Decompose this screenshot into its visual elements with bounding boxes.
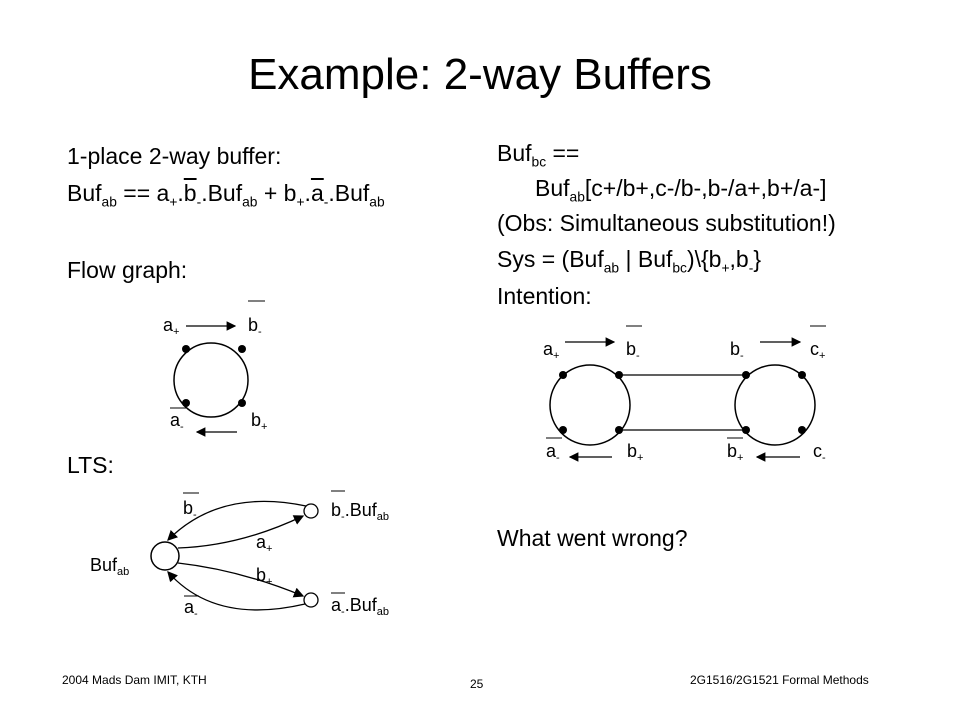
footer-left: 2004 Mads Dam IMIT, KTH — [62, 673, 207, 687]
lts-graph: Bufab b-.Bufab a-.Bufab b- a+ b+ a- — [90, 490, 389, 620]
substitution-line: Bufab[c+/b+,c-/b-,b-/a+,b+/a-] — [535, 175, 827, 205]
page-number: 25 — [470, 677, 484, 691]
ig-l-b-plus: b+ — [627, 441, 643, 464]
buffer-heading: 1-place 2-way buffer: — [67, 143, 282, 169]
lts-edge-label-b-minus: b- — [183, 498, 197, 521]
footer-right: 2G1516/2G1521 Formal Methods — [690, 673, 869, 687]
flow-graph: a+ b- a- b+ — [163, 300, 267, 437]
flow-graph-label: Flow graph: — [67, 257, 188, 283]
agent-buf-bc — [734, 364, 816, 446]
fg-label-b-minus: b- — [248, 315, 262, 338]
ig-r-c-plus: c+ — [810, 339, 825, 362]
lts-edge-b-plus — [177, 562, 305, 598]
port-a-plus — [182, 345, 190, 353]
fg-label-b-plus: b+ — [251, 410, 267, 433]
fg-label-a-minus: a- — [170, 410, 184, 433]
bufbc-heading: Bufbc == — [497, 140, 580, 170]
port-b-plus — [238, 399, 246, 407]
port-l-a-plus — [559, 371, 567, 379]
obs-note: (Obs: Simultaneous substitution!) — [497, 210, 836, 236]
ig-r-b-plus: b+ — [727, 441, 743, 464]
lts-label-top-state: b-.Bufab — [331, 500, 389, 523]
ig-r-b-minus: b- — [730, 339, 744, 362]
agent-buf-ab — [549, 364, 631, 446]
ig-l-a-minus: a- — [546, 441, 560, 464]
ig-r-c-minus: c- — [813, 441, 826, 464]
lts-label: LTS: — [67, 452, 114, 478]
lts-edge-label-a-minus: a- — [184, 597, 198, 620]
lts-label-bottom-state: a-.Bufab — [331, 595, 389, 618]
flow-graph-agent — [173, 342, 249, 418]
lts-edge-label-b-plus: b+ — [256, 565, 272, 588]
lts-state-bottom — [303, 592, 319, 608]
ig-l-a-plus: a+ — [543, 339, 559, 362]
ig-l-b-minus: b- — [626, 339, 640, 362]
lts-edge-a-plus — [177, 515, 305, 549]
intention-label: Intention: — [497, 283, 592, 309]
port-r-c-plus — [798, 371, 806, 379]
port-r-c-minus — [798, 426, 806, 434]
intention-graph: a+ b- a- b+ b- c+ b+ c- — [543, 325, 826, 464]
lts-edge-b-minus — [167, 500, 307, 541]
sys-definition: Sys = (Bufab | Bufbc)\{b+,b-} — [497, 246, 762, 276]
lts-edge-a-minus — [167, 571, 306, 611]
port-l-a-minus — [559, 426, 567, 434]
lts-label-buf: Bufab — [90, 555, 129, 578]
buf-definition: Bufab == a+.b-.Bufab + b+.a-.Bufab — [67, 180, 385, 210]
slide-title: Example: 2-way Buffers — [248, 50, 712, 99]
fg-label-a-plus: a+ — [163, 315, 179, 338]
port-b-minus — [238, 345, 246, 353]
question-text: What went wrong? — [497, 525, 688, 551]
port-a-minus — [182, 399, 190, 407]
lts-state-top — [303, 503, 319, 519]
lts-edge-label-a-plus: a+ — [256, 532, 272, 555]
lts-state-buf — [150, 541, 180, 571]
